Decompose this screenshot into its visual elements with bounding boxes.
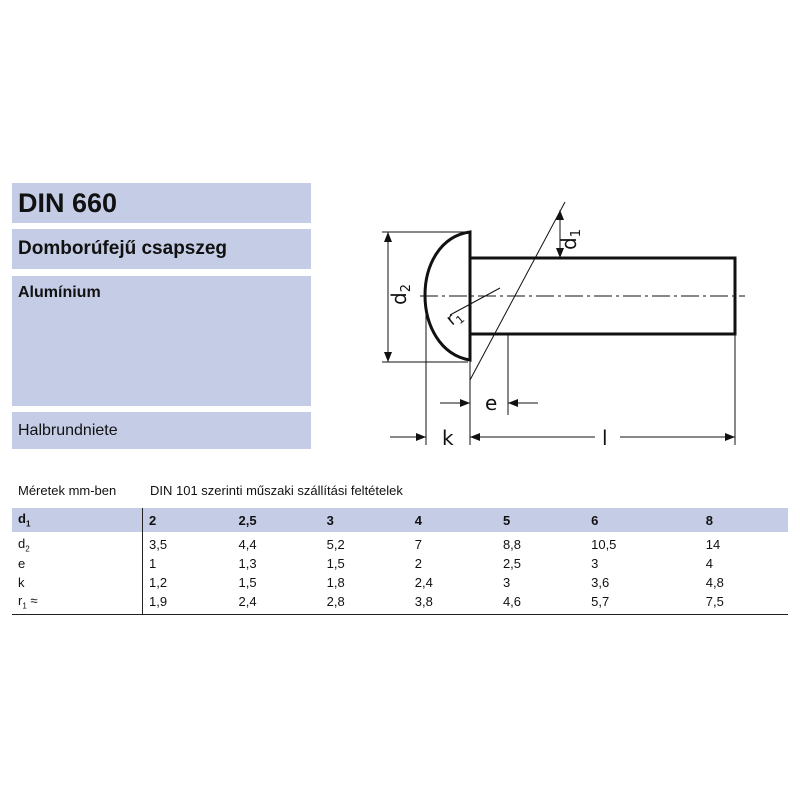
table-cell: 3,6 — [591, 575, 610, 590]
table-cell: 4,6 — [502, 594, 522, 609]
header-cell: 2 — [142, 508, 233, 532]
table-cell: 1,8 — [326, 575, 345, 590]
conditions-note: DIN 101 szerinti műszaki szállítási felt… — [150, 483, 403, 498]
row-label-text: e — [18, 556, 26, 571]
row-label-text: d — [18, 535, 26, 551]
table-cell: 1,5 — [326, 556, 345, 571]
german-name: Halbrundniete — [12, 412, 311, 449]
table-cell: 3,5 — [149, 537, 168, 552]
row-label: d1 — [12, 508, 143, 532]
table-cell: 7,5 — [705, 594, 724, 609]
table-row: d2 3,5 4,4 5,2 7 8,8 10,5 14 — [12, 532, 788, 554]
table-cell: 4,8 — [705, 575, 724, 590]
header-cell: 6 — [585, 508, 700, 532]
units-note: Méretek mm-ben — [18, 483, 117, 498]
table-cell: 2,4 — [414, 575, 433, 590]
table-cell: 10,5 — [591, 537, 617, 552]
table-cell: 5,7 — [591, 594, 610, 609]
row-label-text: r — [18, 592, 23, 608]
header-cell: 5 — [496, 508, 586, 532]
row-label-sub: 1 — [25, 519, 31, 529]
table-cell: 14 — [705, 537, 721, 552]
table-cell: 3 — [591, 556, 599, 571]
table-cell: 1,2 — [149, 575, 168, 590]
table-cell: 2,8 — [326, 594, 345, 609]
row-label: d2 — [12, 532, 143, 554]
product-subtitle: Domborúfejű csapszeg — [12, 229, 311, 269]
table-cell: 4,4 — [238, 537, 257, 552]
table-cell: 1,5 — [238, 575, 257, 590]
table-cell: 4 — [705, 556, 713, 571]
header-cell: 4 — [408, 508, 497, 532]
k-label: k — [442, 426, 454, 450]
table-cell: 8,8 — [502, 537, 522, 552]
header-cell: 3 — [320, 508, 409, 532]
material-label: Alumínium — [12, 276, 311, 406]
product-title: DIN 660 — [12, 183, 311, 223]
table-cell: 2,5 — [502, 556, 522, 571]
row-label: k — [12, 573, 143, 592]
table-cell: 3,8 — [414, 594, 433, 609]
row-label-sub: 2 — [25, 544, 30, 554]
table-row: k 1,2 1,5 1,8 2,4 3 3,6 4,8 — [12, 573, 788, 592]
table-cell: 3 — [502, 575, 511, 590]
row-label-suffix: ≈ — [26, 592, 38, 608]
table-cell: 2,4 — [238, 594, 257, 609]
row-label: r1 ≈ — [12, 592, 143, 615]
table-cell: 7 — [414, 537, 423, 552]
table-row: e 1 1,3 1,5 2 2,5 3 4 — [12, 554, 788, 573]
header-cell: 8 — [699, 508, 788, 532]
row-label: e — [12, 554, 143, 573]
header-cell: 2,5 — [232, 508, 321, 532]
row-label-text: d — [18, 511, 26, 527]
row-label-text: k — [18, 575, 25, 590]
d2-label: d2 — [387, 284, 414, 305]
l-label: l — [602, 426, 608, 450]
table-cell: 5,2 — [326, 537, 345, 552]
table-cell: 2 — [414, 556, 423, 571]
row-label-sub: 1 — [22, 601, 27, 611]
table-cell: 1,3 — [238, 556, 257, 571]
rivet-drawing: d2 d1 r1 e k l — [382, 201, 745, 450]
d1-label: d1 — [557, 229, 584, 250]
table-cell: 1 — [149, 556, 157, 571]
table-cell: 1,9 — [149, 594, 168, 609]
e-label: e — [485, 391, 497, 415]
r1-label: r1 — [442, 306, 467, 332]
